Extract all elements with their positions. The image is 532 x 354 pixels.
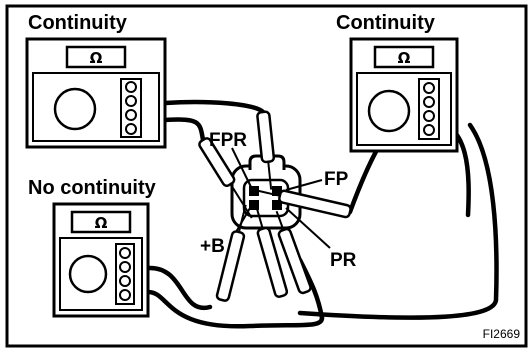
- label-top-left: Continuity: [28, 12, 128, 34]
- terminal-label-fpr: FPR: [209, 130, 247, 151]
- probe-2: [256, 110, 276, 190]
- terminal-label-pr: PR: [330, 250, 357, 271]
- meter-dial: [53, 87, 97, 131]
- meter-dial: [68, 254, 108, 294]
- probe-3: [252, 188, 352, 219]
- figure-frame: [5, 4, 528, 348]
- wire-top-left-b: [162, 117, 206, 143]
- meter-jack: [125, 109, 137, 121]
- probe-4: [215, 204, 247, 302]
- meter-jack: [125, 81, 137, 93]
- ohm-symbol: Ω: [90, 49, 103, 67]
- pin-plus-b: [249, 200, 259, 210]
- meter-jack: [119, 275, 131, 287]
- meter-jack: [423, 96, 435, 108]
- meter-jack: [119, 247, 131, 259]
- label-top-right: Continuity: [336, 12, 436, 34]
- meter-jack: [423, 110, 435, 122]
- probes: [198, 110, 352, 302]
- probe-6: [275, 210, 312, 295]
- leader-fp: [285, 179, 323, 191]
- leader-pr: [285, 207, 331, 249]
- meter-bottom-left: Ω: [52, 202, 150, 318]
- figure-code: FI2669: [483, 327, 521, 341]
- meter-jack: [423, 82, 435, 94]
- terminal-label-plus-b: +B: [200, 236, 225, 257]
- meter-jack: [423, 124, 435, 136]
- meter-dial: [367, 89, 411, 133]
- meter-top-left: Ω: [25, 37, 167, 149]
- wire-top-left-a: [162, 99, 266, 115]
- probe-5: [255, 207, 289, 298]
- leader-fpr: [231, 147, 253, 190]
- ohm-symbol: Ω: [95, 214, 108, 232]
- pin-fp: [272, 186, 282, 196]
- meter-jack: [119, 289, 131, 301]
- leader-plus-b: [235, 207, 251, 233]
- meter-top-right: Ω: [349, 37, 459, 153]
- meter-jack: [125, 95, 137, 107]
- ohm-symbol: Ω: [398, 49, 411, 67]
- pin-fpr: [249, 186, 259, 196]
- leader-lines: [231, 147, 331, 249]
- wire-top-right-bottom: [297, 122, 499, 320]
- label-bottom-left: No continuity: [28, 177, 157, 199]
- meter-jack: [119, 261, 131, 273]
- wire-bottom-left-a: [145, 265, 213, 311]
- pin-pr: [272, 200, 282, 210]
- wire-bottom-left-b: [145, 289, 325, 329]
- terminal-label-fp: FP: [324, 169, 349, 190]
- meter-jack: [125, 123, 137, 135]
